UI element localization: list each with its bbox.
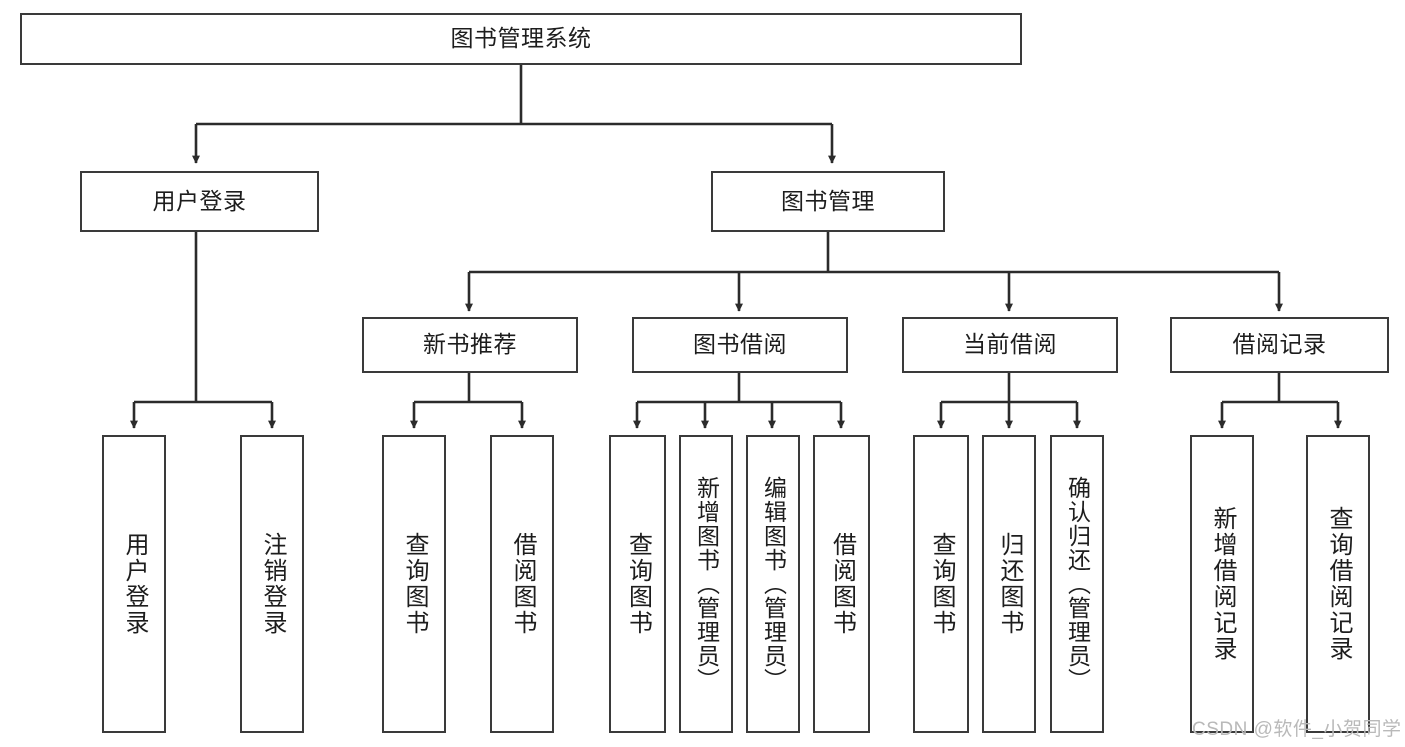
leaf-borrow-book-recommend[interactable]: 借阅图书 — [490, 435, 554, 733]
watermark-text: CSDN @软件_小贺同学 — [1192, 719, 1402, 740]
node-label: 借阅记录 — [1232, 331, 1327, 358]
node-label: 查询图书 — [401, 532, 428, 636]
node-label: 借阅图书 — [828, 532, 856, 636]
node-label: 新书推荐 — [423, 331, 517, 358]
node-label: 图书管理系统 — [450, 25, 592, 52]
node-label: 图书借阅 — [693, 331, 787, 358]
node-borrow-record[interactable]: 借阅记录 — [1170, 317, 1389, 373]
node-label: 用户登录 — [152, 187, 247, 214]
node-label: 编辑图书（管理员） — [760, 476, 787, 692]
node-label: 归还图书 — [996, 532, 1023, 636]
node-book-borrow[interactable]: 图书借阅 — [632, 317, 848, 373]
node-label: 确认归还（管理员） — [1064, 476, 1091, 692]
leaf-edit-book[interactable]: 编辑图书（管理员） — [746, 435, 800, 733]
leaf-logout-login[interactable]: 注销登录 — [240, 435, 304, 733]
node-label: 图书管理 — [781, 187, 875, 214]
leaf-query-book-borrow[interactable]: 查询图书 — [609, 435, 666, 733]
leaf-add-book[interactable]: 新增图书（管理员） — [679, 435, 733, 733]
node-label: 用户登录 — [121, 532, 148, 636]
leaf-borrow-book[interactable]: 借阅图书 — [813, 435, 870, 733]
leaf-confirm-return[interactable]: 确认归还（管理员） — [1050, 435, 1104, 733]
node-label: 当前借阅 — [963, 331, 1057, 358]
node-root-system[interactable]: 图书管理系统 — [20, 13, 1022, 65]
leaf-add-borrow-record[interactable]: 新增借阅记录 — [1190, 435, 1254, 733]
leaf-query-book-current[interactable]: 查询图书 — [913, 435, 969, 733]
node-label: 注销登录 — [259, 532, 286, 636]
node-label: 查询图书 — [928, 532, 955, 636]
node-user-login[interactable]: 用户登录 — [80, 171, 319, 232]
leaf-return-book[interactable]: 归还图书 — [982, 435, 1036, 733]
node-current-borrow[interactable]: 当前借阅 — [902, 317, 1118, 373]
node-label: 查询图书 — [624, 532, 652, 636]
node-label: 查询借阅记录 — [1325, 506, 1352, 662]
node-label: 借阅图书 — [509, 532, 536, 636]
leaf-user-login[interactable]: 用户登录 — [102, 435, 166, 733]
node-new-book-recommend[interactable]: 新书推荐 — [362, 317, 578, 373]
node-label: 新增图书（管理员） — [693, 476, 720, 692]
leaf-query-book-recommend[interactable]: 查询图书 — [382, 435, 446, 733]
node-label: 新增借阅记录 — [1209, 506, 1236, 662]
leaf-query-borrow-record[interactable]: 查询借阅记录 — [1306, 435, 1370, 733]
node-book-manage[interactable]: 图书管理 — [711, 171, 945, 232]
